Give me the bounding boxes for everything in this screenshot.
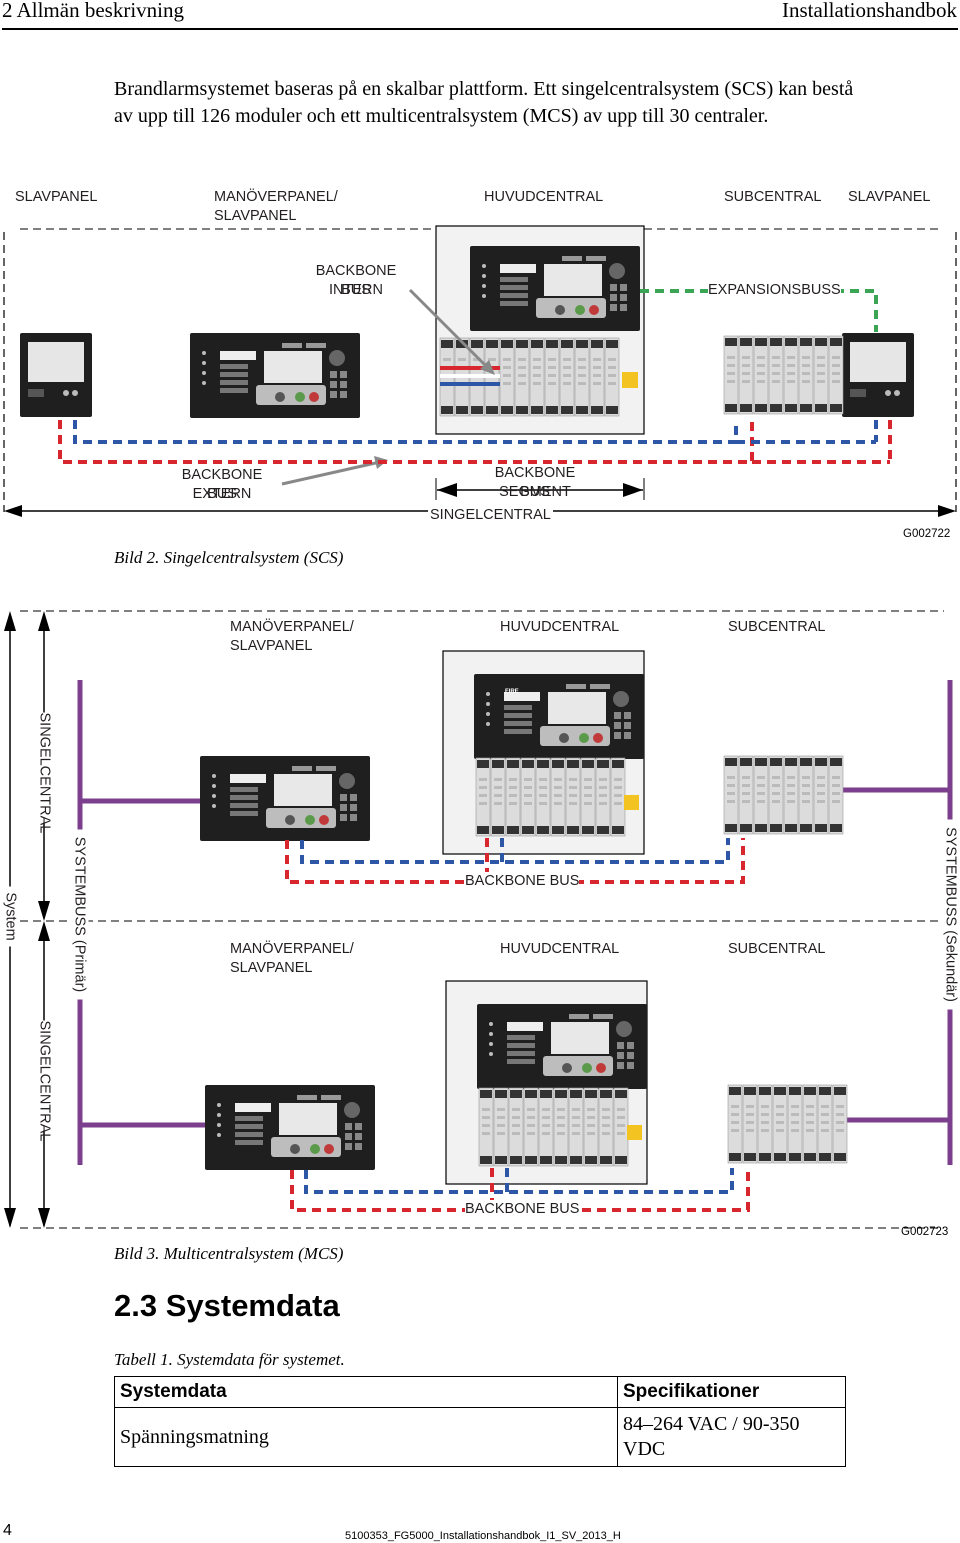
label-singelcentral-bottom: SINGELCENTRAL — [34, 1020, 54, 1142]
figure-2-id: G002722 — [903, 528, 951, 540]
label-manoverpanel-line2: SLAVPANEL — [214, 208, 297, 224]
label-backbone-intern-1: BACKBONE BUS — [315, 263, 397, 298]
table-row: Spänningsmatning 84–264 VAC / 90-350 VDC — [114, 1407, 846, 1467]
table-cell: Spänningsmatning — [114, 1407, 618, 1467]
label-manoverpanel2-line1: MANÖVERPANEL/ — [230, 941, 354, 957]
table-header-row: Systemdata Specifikationer — [114, 1376, 846, 1408]
label-huvudcentral: HUVUDCENTRAL — [484, 189, 604, 205]
label-manoverpanel2-line2: SLAVPANEL — [230, 960, 313, 976]
label-backbone-intern-2: INTERN — [329, 282, 383, 298]
label-backbone-bus1: BACKBONE BUS — [465, 872, 580, 891]
figure-3-caption: Bild 3. Multicentralsystem (MCS) — [114, 1244, 344, 1263]
label-subcentral: SUBCENTRAL — [724, 189, 822, 205]
table-caption: Tabell 1. Systemdata för systemet. — [114, 1350, 345, 1369]
label-systembuss-primar: SYSTEMBUSS (Primär) — [69, 829, 89, 1000]
table-header-cell: Systemdata — [114, 1376, 618, 1408]
panel-fire-text: FIRE — [505, 689, 519, 695]
page-number: 4 — [3, 1522, 12, 1539]
label-huvudcentral1: HUVUDCENTRAL — [500, 619, 620, 635]
header-rule — [2, 28, 958, 30]
label-backbone-segment-2: SEGMENT — [499, 484, 571, 500]
section-title: 2.3 Systemdata — [114, 1288, 340, 1323]
table-header-cell: Specifikationer — [617, 1376, 846, 1408]
systemdata-table: Systemdata Specifikationer Spänningsmatn… — [114, 1376, 846, 1467]
label-subcentral1: SUBCENTRAL — [728, 619, 826, 635]
label-backbone-extern-2: EXTERN — [192, 486, 252, 502]
label-slavpanel-left: SLAVPANEL — [15, 189, 98, 205]
label-systembuss-sekundar: SYSTEMBUSS (Sekundär) — [940, 819, 960, 1010]
figure-3-id: G002723 — [901, 1226, 949, 1238]
label-singelcentral: SINGELCENTRAL — [428, 506, 553, 525]
label-backbone-bus2: BACKBONE BUS — [465, 1200, 580, 1219]
label-subcentral2: SUBCENTRAL — [728, 941, 826, 957]
label-backbone-segment-1: BACKBONE BUS — [494, 465, 576, 500]
label-manoverpanel1-line1: MANÖVERPANEL/ — [230, 619, 354, 635]
table-cell: 84–264 VAC / 90-350 VDC — [617, 1407, 846, 1467]
label-slavpanel-right: SLAVPANEL — [848, 189, 931, 205]
label-singelcentral-top: SINGELCENTRAL — [34, 712, 54, 834]
header-doc-title: Installationshandbok — [782, 0, 957, 22]
label-expansionsbuss: EXPANSIONSBUSS — [708, 281, 841, 300]
label-huvudcentral2: HUVUDCENTRAL — [500, 941, 620, 957]
document-id: 5100353_FG5000_Installationshandbok_I1_S… — [345, 1530, 621, 1542]
intro-paragraph: Brandlarmsystemet baseras på en skalbar … — [114, 78, 854, 127]
label-backbone-extern-1: BACKBONE BUS — [181, 467, 263, 502]
figure-2-caption: Bild 2. Singelcentralsystem (SCS) — [114, 548, 344, 567]
header-chapter: 2 Allmän beskrivning — [2, 0, 184, 22]
label-system: System — [0, 886, 20, 947]
label-manoverpanel1-line2: SLAVPANEL — [230, 638, 313, 654]
label-manoverpanel-line1: MANÖVERPANEL/ — [214, 189, 338, 205]
